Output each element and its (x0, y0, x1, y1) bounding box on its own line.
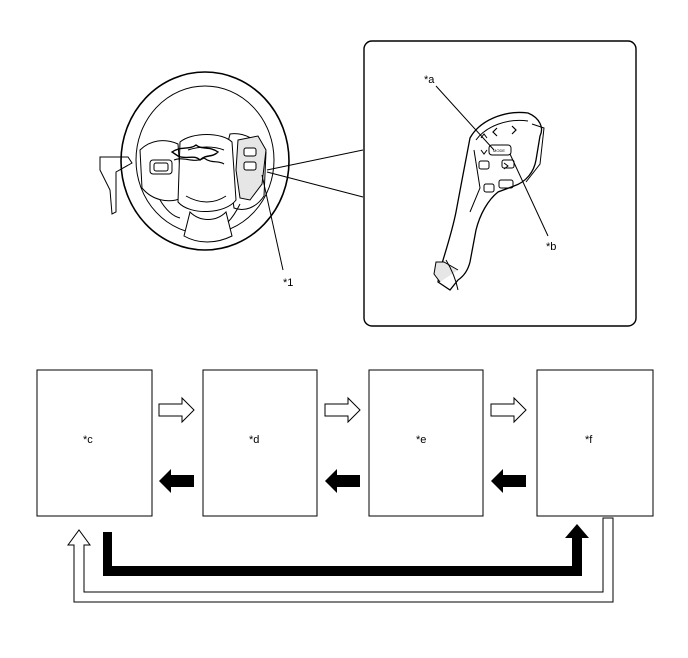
callout-1: *1 (283, 277, 293, 289)
arrow-loop-c-to-f (103, 524, 589, 576)
callout-f: *f (585, 434, 593, 446)
callout-b: *b (546, 241, 556, 253)
steering-column (99, 156, 133, 215)
arrow-back-d-c (159, 469, 194, 493)
seek-right-button (511, 125, 517, 135)
arrow-back-f-e (491, 469, 526, 493)
callout-c: *c (83, 434, 93, 446)
talk-button (483, 183, 495, 193)
volume-down-button (480, 149, 488, 155)
mode-box-d (202, 369, 318, 517)
left-switch-assembly (149, 159, 173, 175)
seek-left-button (492, 127, 498, 137)
switch-detail-illustration (433, 111, 545, 291)
zoom-line-upper (266, 149, 364, 171)
arrow-forward-c-d (158, 396, 195, 424)
wheel-rim-outer (120, 71, 290, 251)
zoom-line-lower (266, 171, 364, 198)
arrow-loop-f-to-c (67, 517, 614, 603)
callout-a: *a (424, 74, 435, 86)
back-button (501, 159, 515, 169)
mode-switch (488, 144, 512, 156)
mode-box-e (368, 369, 484, 517)
leader-line-1 (261, 174, 284, 271)
wiring-harness (170, 144, 220, 161)
arrow-forward-e-f (490, 396, 527, 424)
mode-box-c (36, 369, 153, 517)
arrow-back-e-d (325, 469, 360, 493)
wheel-hub (177, 134, 237, 213)
wheel-spoke-lower (183, 211, 233, 243)
phone-button (498, 179, 514, 189)
callout-d: *d (249, 434, 259, 446)
steering-wheel-illustration (99, 71, 290, 251)
voice-button (478, 160, 490, 170)
mode-switch-label: MODE (493, 148, 505, 153)
arrow-forward-d-e (324, 396, 361, 424)
leader-line-a (435, 85, 495, 151)
leader-line-b (509, 153, 549, 237)
callout-e: *e (416, 434, 426, 446)
mode-box-f (536, 369, 654, 517)
